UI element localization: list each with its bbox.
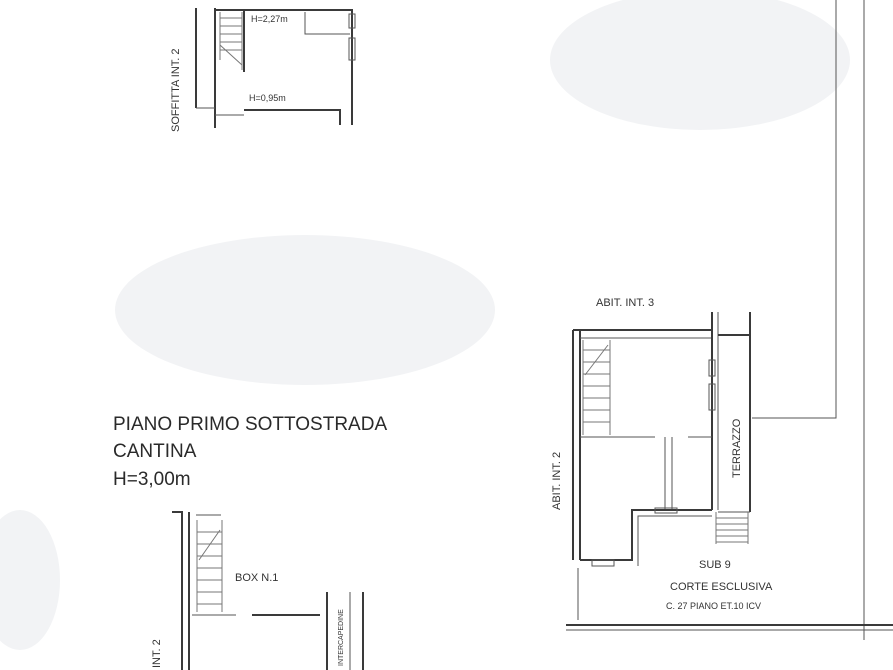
title-line-3: H=3,00m: [113, 469, 191, 490]
attic-side-label: SOFFITTA INT. 2: [170, 48, 182, 132]
scan-smudge: [115, 235, 495, 385]
terrace-label: TERRAZZO: [731, 418, 743, 478]
box-label: BOX N.1: [235, 572, 278, 584]
boundary-line: [752, 0, 837, 419]
garage-stairs: [196, 520, 223, 612]
title-line-1: PIANO PRIMO SOTTOSTRADA: [113, 414, 387, 435]
garage-side-label: INT. 2: [151, 639, 163, 668]
attic-height-low: H=0,95m: [249, 93, 286, 103]
scan-smudge: [0, 510, 60, 650]
apartment-plan: ABIT. INT. 3 ABIT. INT. 2 TERRAZZO SUB 9…: [551, 297, 893, 631]
title-line-2: CANTINA: [113, 441, 197, 462]
terrace-steps: [715, 512, 749, 544]
title-block: PIANO PRIMO SOTTOSTRADA CANTINA H=3,00m: [113, 414, 387, 490]
court-sub-label: C. 27 PIANO ET.10 ICV: [666, 601, 761, 611]
cavity-label: INTERCAPEDINE: [338, 609, 345, 666]
sub-label: SUB 9: [699, 559, 731, 571]
scan-smudge: [550, 0, 850, 130]
garage-plan: BOX N.1 INT. 2 INTERCAPEDINE: [151, 511, 364, 670]
court-label: CORTE ESCLUSIVA: [670, 581, 773, 593]
attic-stairs: [219, 12, 243, 70]
attic-height-high: H=2,27m: [251, 14, 288, 24]
apartment-stairs: [582, 340, 611, 435]
attic-plan: H=2,27m H=0,95m SOFFITTA INT. 2: [170, 8, 356, 132]
apt-int3-label: ABIT. INT. 3: [596, 297, 654, 309]
apt-int2-label: ABIT. INT. 2: [551, 452, 563, 510]
